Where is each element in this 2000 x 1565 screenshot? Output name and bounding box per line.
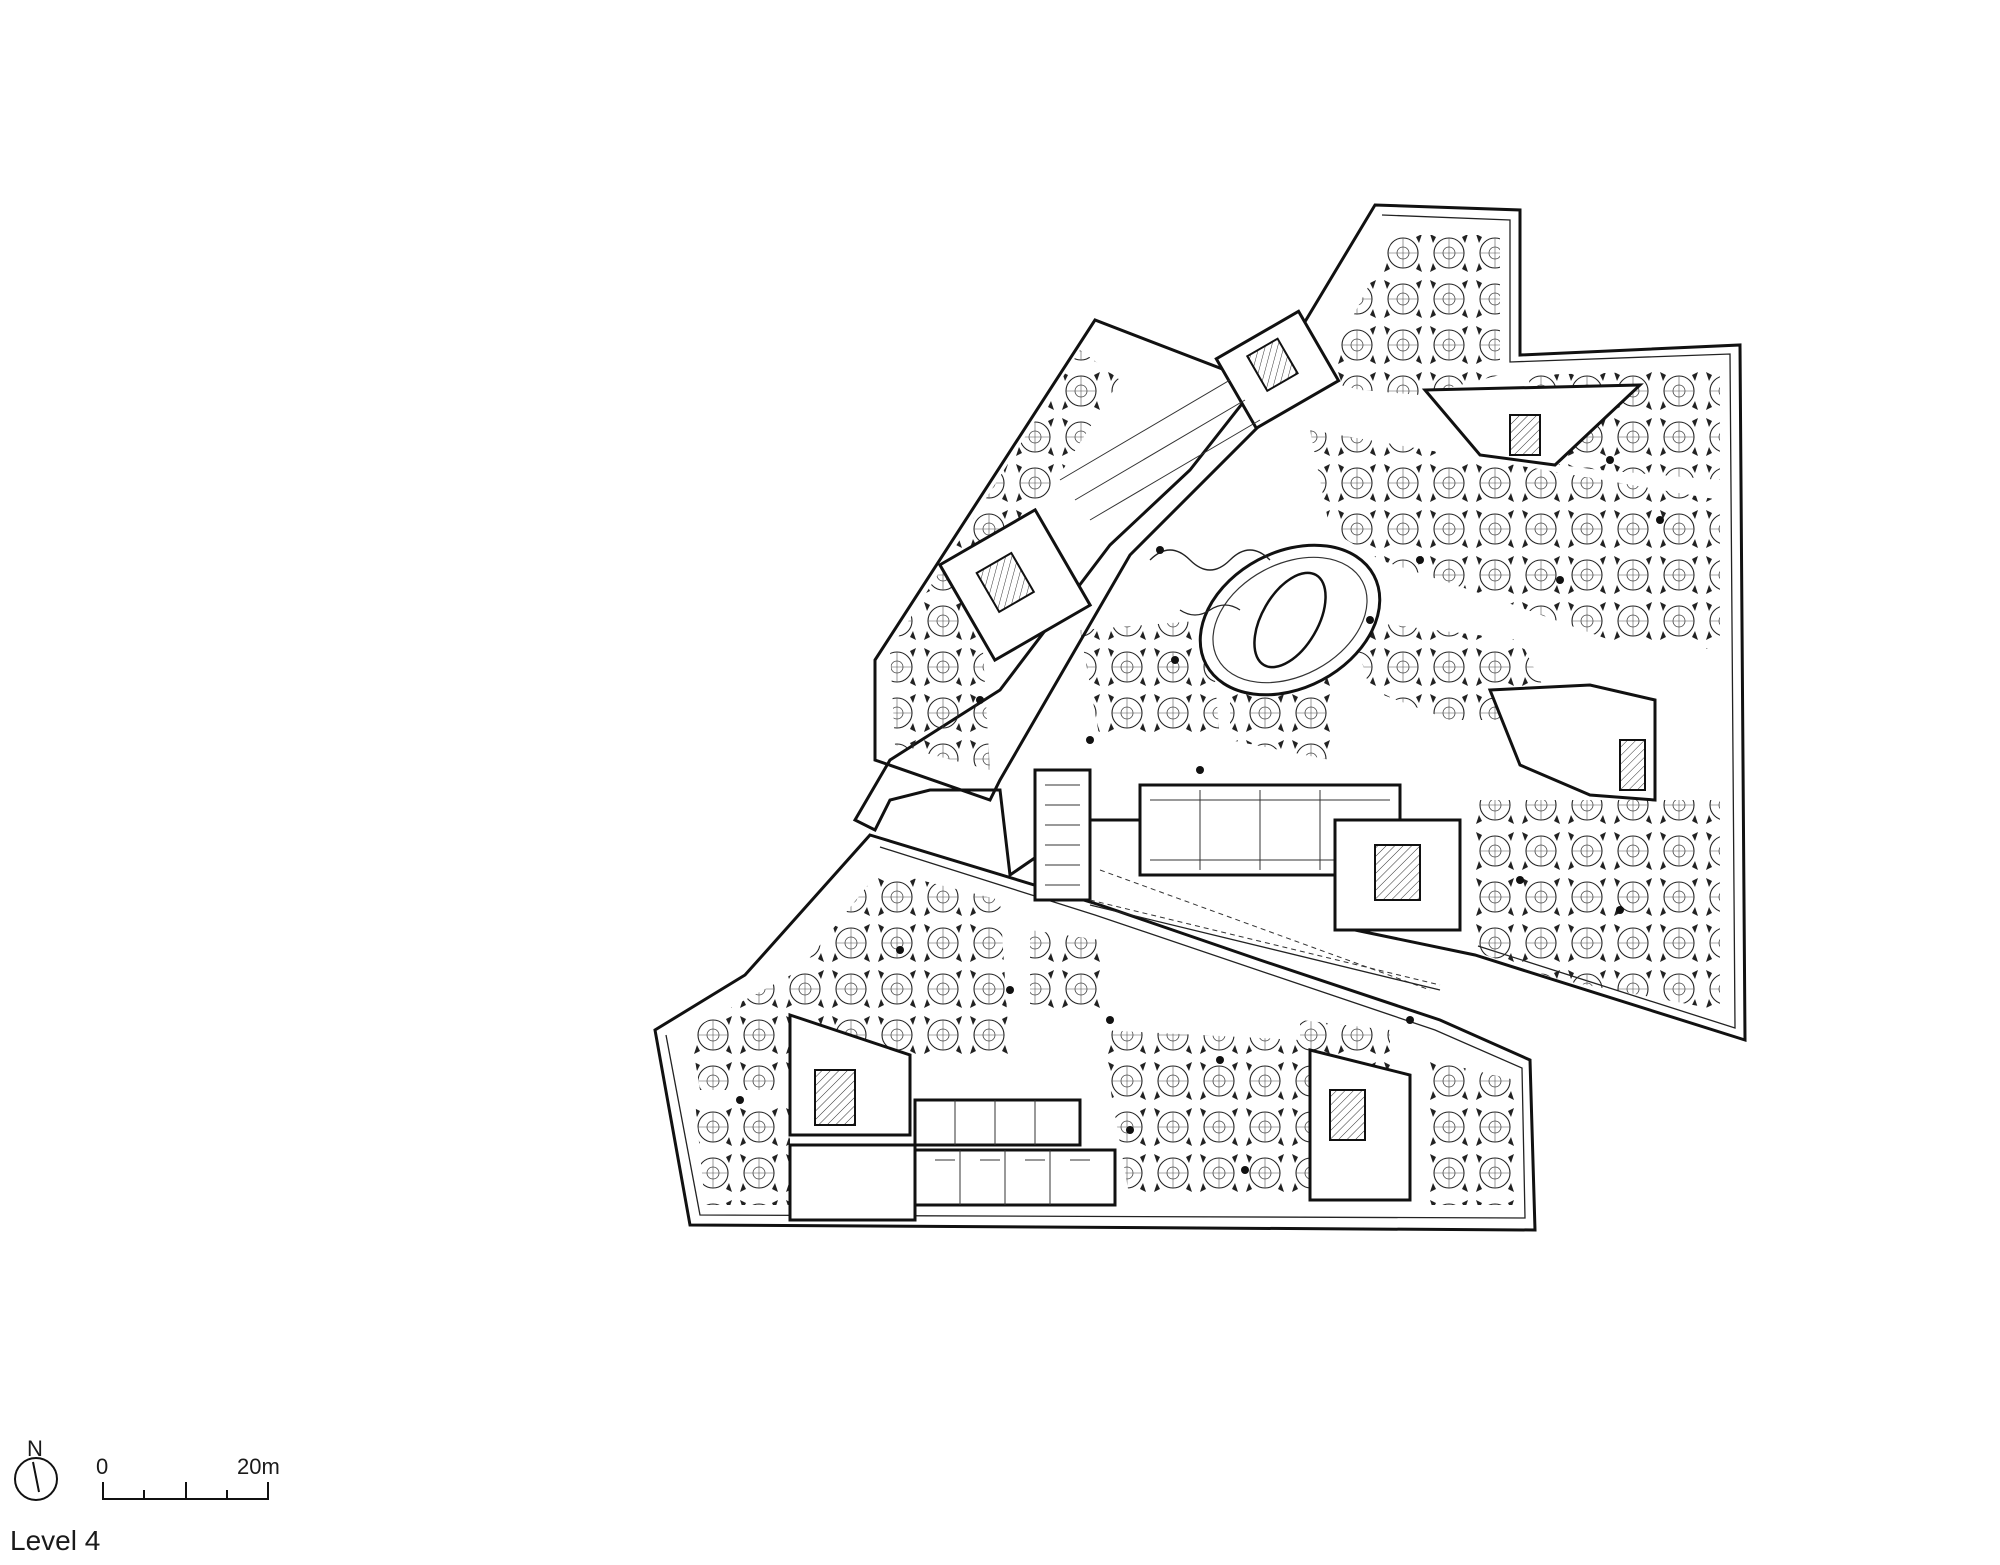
atrium — [1149, 543, 1382, 697]
scale-bar-icon — [102, 1482, 269, 1500]
central-circulation — [1033, 768, 1462, 991]
north-cores — [937, 309, 1657, 802]
south-cores — [788, 1012, 1412, 1222]
scale-bar-end-label: 20m — [237, 1454, 280, 1479]
north-arrow-label: N — [27, 1436, 43, 1461]
structural-columns — [736, 456, 1664, 1174]
north-arrow-icon — [14, 1457, 58, 1501]
south-wing — [653, 833, 1537, 1232]
scale-bar-start-label: 0 — [96, 1454, 108, 1479]
level-title: Level 4 — [10, 1525, 100, 1556]
west-wing — [873, 318, 1293, 802]
